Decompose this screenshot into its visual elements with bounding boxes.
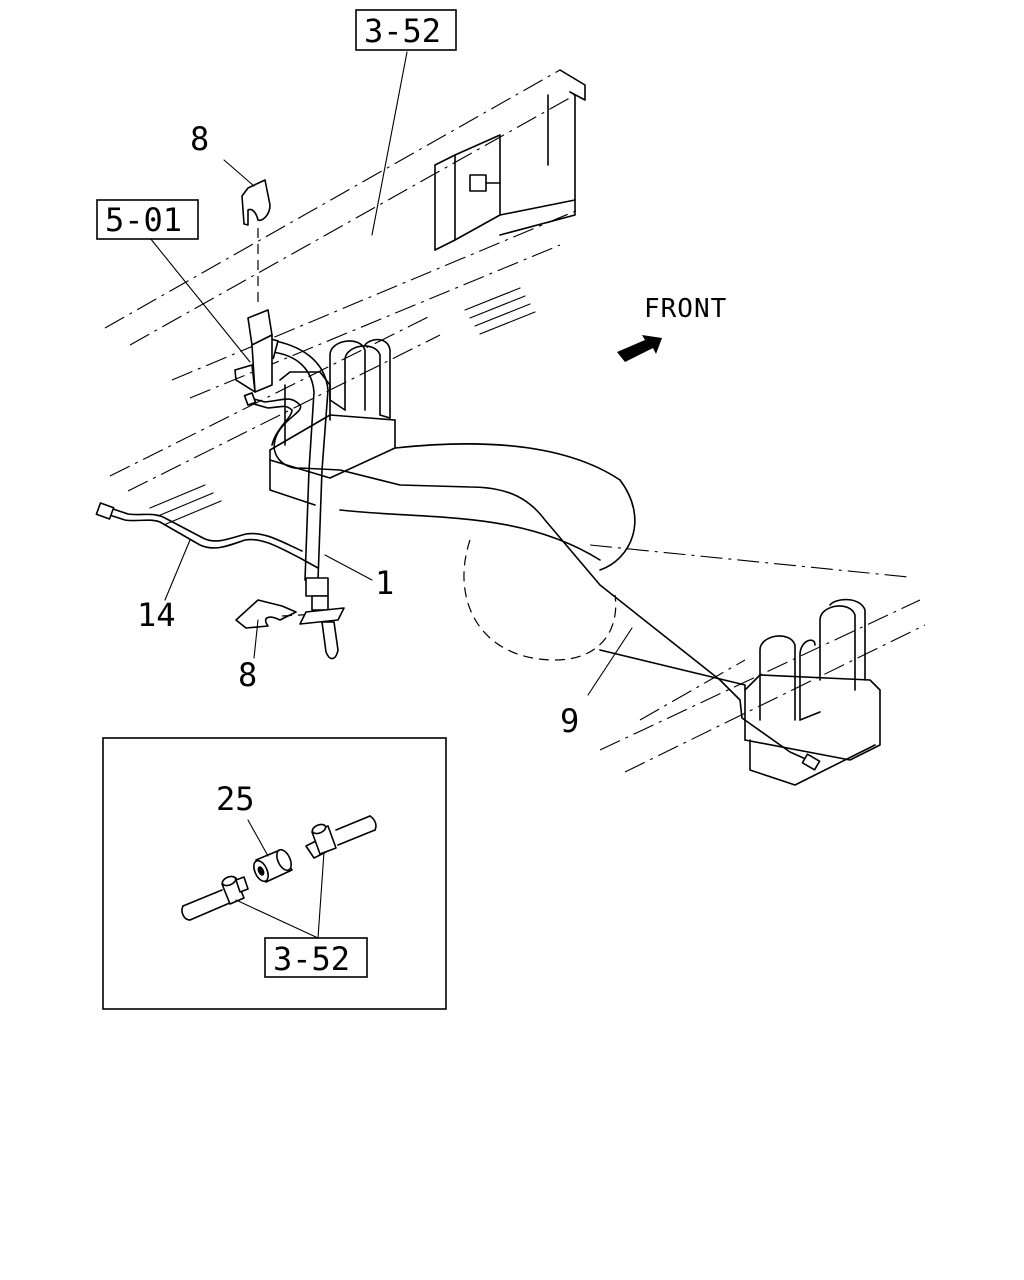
- leader-lines: [149, 51, 633, 696]
- front-label: FRONT: [644, 294, 727, 324]
- front-indicator: FRONT: [617, 294, 727, 362]
- callout-ref-inset-label: 3-52: [273, 940, 350, 978]
- pipe-fitting-upper: [243, 392, 257, 406]
- callout-ref-inset[interactable]: 3-52: [264, 937, 368, 978]
- pipe-fitting-right: [801, 753, 821, 771]
- leaf-spring-left: [279, 338, 391, 446]
- inset-detail: 25 3-52: [102, 737, 447, 1010]
- callout-hose: 1: [375, 564, 394, 602]
- callout-pipe-right: 9: [560, 702, 579, 740]
- inset-flare-nut-right: [305, 823, 337, 859]
- callout-connector: 25: [216, 780, 255, 818]
- frame-rail: [104, 69, 586, 525]
- callout-clip-top: 8: [190, 120, 209, 158]
- leaf-spring-right: [744, 598, 881, 786]
- callout-ref-top-label: 3-52: [364, 12, 441, 50]
- callout-clip-bottom: 8: [238, 656, 257, 694]
- brake-pipe-14: [95, 502, 319, 569]
- callout-pipe-left: 14: [137, 596, 176, 634]
- inset-connector-25: [253, 848, 293, 883]
- clip-top: [241, 179, 271, 305]
- front-arrow-icon: [617, 335, 662, 362]
- axle-housing: [269, 414, 926, 773]
- callout-ref-top[interactable]: 3-52: [355, 9, 457, 51]
- brake-pipe-9: [243, 392, 821, 771]
- inset-flare-nut-left: [221, 875, 249, 905]
- hose-bracket: [234, 309, 273, 393]
- clip-bottom: [235, 599, 345, 660]
- callout-ref-left[interactable]: 5-01: [96, 199, 199, 240]
- callout-ref-left-label: 5-01: [105, 201, 182, 239]
